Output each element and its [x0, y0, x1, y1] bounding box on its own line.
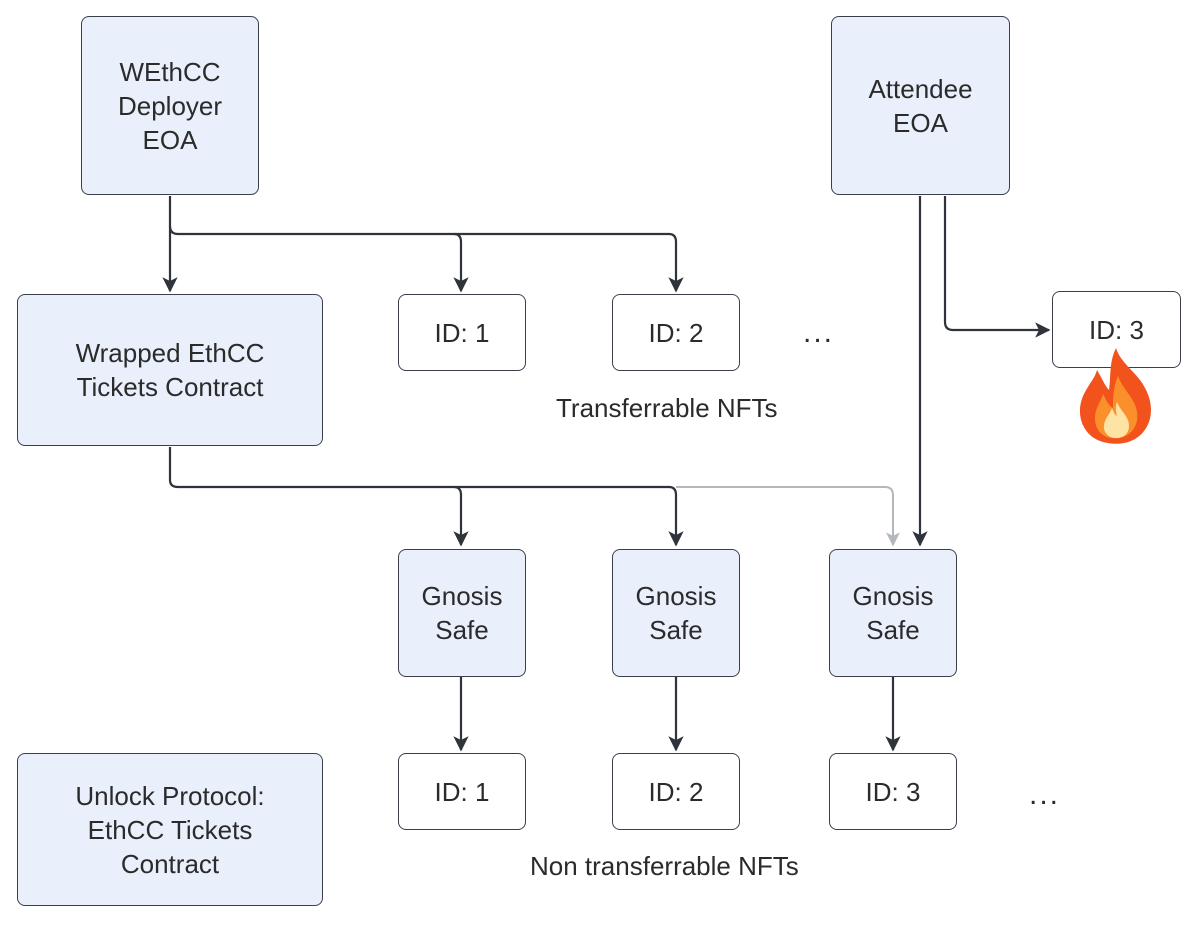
- gnosis-safe-1-label: Gnosis Safe: [421, 581, 503, 645]
- edge-deployer-to-id1: [168, 225, 469, 293]
- attendee-eoa-label: Attendee EOA: [868, 73, 973, 138]
- edge-wrapped-to-safe2: [454, 485, 684, 547]
- transferable-id-1-node: ID: 1: [398, 294, 526, 371]
- attendee-eoa-node: Attendee EOA: [831, 16, 1010, 195]
- transferable-id-2-label: ID: 2: [648, 317, 704, 348]
- gnosis-safe-2-node: Gnosis Safe: [612, 549, 740, 677]
- unlock-contract-label: Unlock Protocol: EthCC Tickets Contract: [75, 780, 265, 879]
- non-transferable-id-3-node: ID: 3: [829, 753, 957, 830]
- gnosis-safe-2-label: Gnosis Safe: [635, 581, 717, 645]
- gnosis-safe-1-node: Gnosis Safe: [398, 549, 526, 677]
- non-transferable-id-2-node: ID: 2: [612, 753, 740, 830]
- non-transferable-id-3-label: ID: 3: [865, 776, 921, 807]
- gnosis-safe-3-label: Gnosis Safe: [852, 581, 934, 645]
- non-transferable-id-1-node: ID: 1: [398, 753, 526, 830]
- non-transferable-caption: Non transferrable NFTs: [530, 851, 799, 881]
- unlock-contract-node: Unlock Protocol: EthCC Tickets Contract: [17, 753, 323, 906]
- edge-deployer-to-id2: [454, 232, 684, 293]
- transferable-id-2-node: ID: 2: [612, 294, 740, 371]
- wrapped-contract-node: Wrapped EthCC Tickets Contract: [17, 294, 323, 446]
- transferable-id-3-label: ID: 3: [1089, 314, 1144, 345]
- edge-attendee-to-id3-top: [943, 196, 1051, 338]
- non-transferable-id-2-label: ID: 2: [648, 776, 704, 807]
- non-transferable-id-1-label: ID: 1: [434, 776, 490, 807]
- transferable-ellipsis: ...: [803, 316, 835, 349]
- fire-icon: [1079, 348, 1151, 444]
- edge-wrapped-to-safe1: [168, 447, 469, 547]
- transferable-caption: Transferrable NFTs: [556, 393, 778, 423]
- transferable-id-1-label: ID: 1: [434, 317, 490, 348]
- non-transferable-ellipsis: ...: [1029, 778, 1061, 811]
- edge-wrapped-to-safe3-faded: [676, 486, 900, 547]
- deployer-eoa-label: WEthCC Deployer EOA: [117, 56, 223, 155]
- gnosis-safe-3-node: Gnosis Safe: [829, 549, 957, 677]
- deployer-eoa-node: WEthCC Deployer EOA: [81, 16, 259, 195]
- wrapped-contract-label: Wrapped EthCC Tickets Contract: [75, 338, 265, 402]
